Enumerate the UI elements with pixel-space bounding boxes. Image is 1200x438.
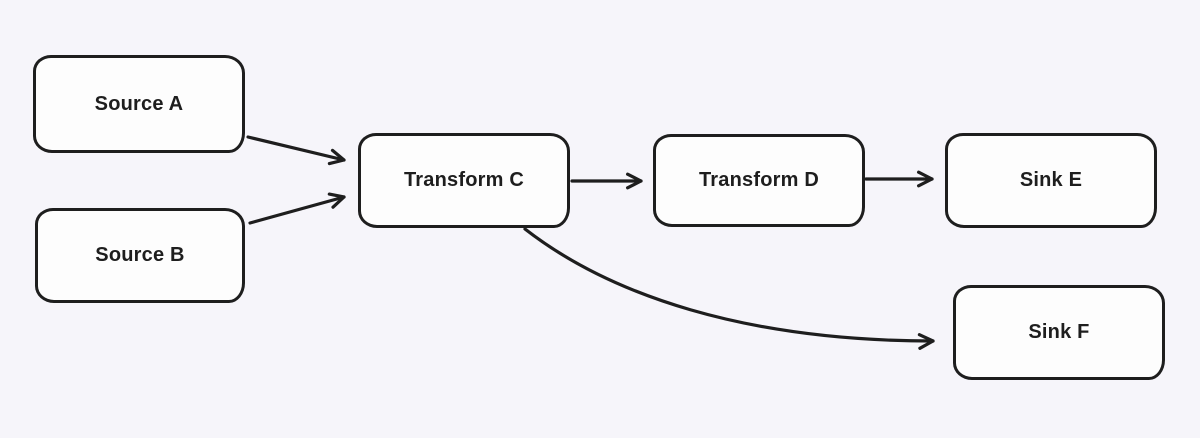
node-label: Transform D [698, 169, 819, 191]
edge-transform-c-to-transform-d[interactable] [570, 172, 643, 190]
edge-source-a-to-transform-c[interactable] [246, 135, 346, 166]
node-label: Sink F [1028, 321, 1090, 343]
node-source-b[interactable]: Source B [35, 208, 245, 303]
edge-source-b-to-transform-c[interactable] [248, 192, 346, 225]
node-source-a[interactable]: Source A [33, 55, 245, 153]
node-transform-d[interactable]: Transform D [653, 134, 865, 227]
arrowhead-icon [327, 148, 346, 166]
arrowhead-icon [917, 333, 935, 350]
edge-path[interactable] [246, 135, 346, 162]
node-label: Sink E [1019, 169, 1083, 191]
node-label: Transform C [403, 169, 524, 191]
arrowhead-icon [327, 192, 346, 209]
edge-transform-d-to-sink-e[interactable] [864, 170, 934, 188]
edge-path[interactable] [523, 227, 935, 343]
node-sink-f[interactable]: Sink F [953, 285, 1165, 380]
node-sink-e[interactable]: Sink E [945, 133, 1157, 228]
arrowhead-icon [625, 172, 643, 190]
node-transform-c[interactable]: Transform C [358, 133, 570, 228]
node-label: Source B [95, 244, 185, 266]
arrowhead-icon [916, 170, 934, 188]
edge-path[interactable] [248, 195, 346, 225]
edge-transform-c-to-sink-f[interactable] [523, 227, 935, 350]
node-label: Source A [94, 92, 184, 115]
